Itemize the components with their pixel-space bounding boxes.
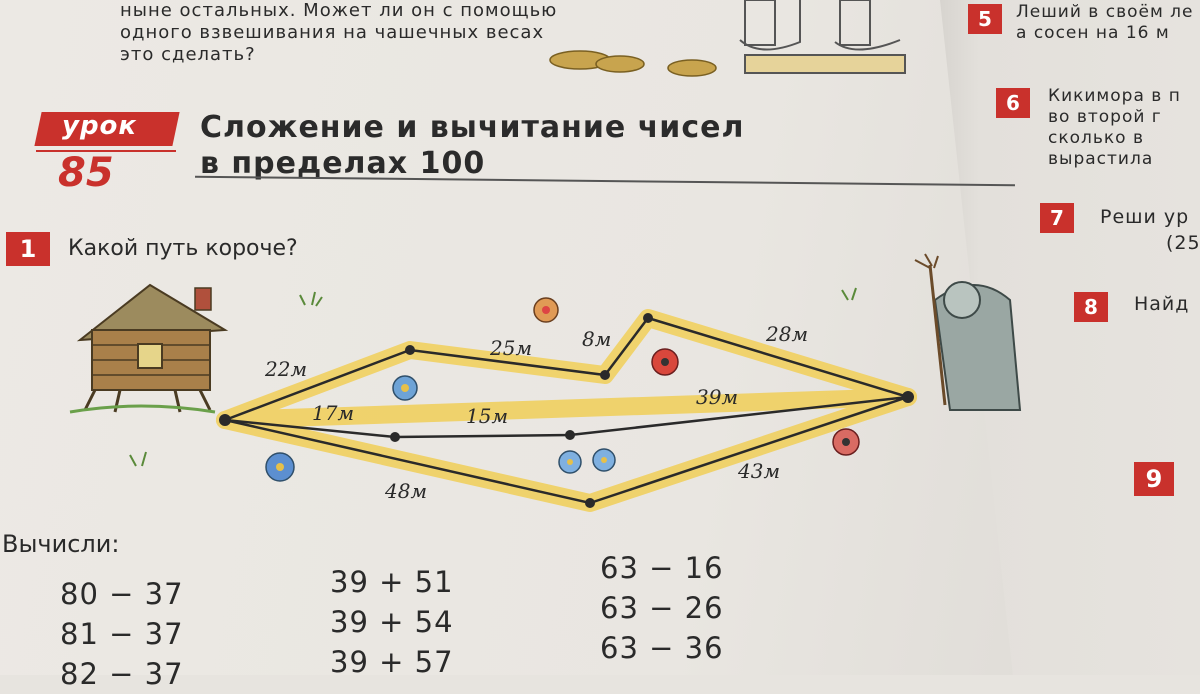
title-line-1: Сложение и вычитание чисел bbox=[200, 110, 745, 145]
route-nodes bbox=[219, 313, 914, 508]
title-line-2: в пределах 100 bbox=[200, 146, 486, 181]
right-task-text: Леший в своём ле а сосен на 16 м bbox=[1016, 2, 1194, 44]
page-title: Сложение и вычитание чисел в пределах 10… bbox=[200, 110, 744, 182]
distance-label: 28м bbox=[765, 322, 808, 346]
text-line: Леший в своём ле bbox=[1016, 2, 1194, 22]
previous-task-line: это сделать? bbox=[120, 44, 256, 65]
distance-label: 22м bbox=[264, 357, 307, 381]
compute-column-1: 80 − 37 81 − 37 82 − 37 bbox=[60, 574, 184, 694]
right-task-text: Реши ур (25 bbox=[1100, 204, 1200, 256]
task-question: Какой путь короче? bbox=[68, 236, 298, 261]
expression: 80 − 37 bbox=[60, 577, 184, 611]
expression: 82 − 37 bbox=[60, 657, 184, 691]
task-number-badge: 1 bbox=[6, 232, 50, 266]
distance-label: 17м bbox=[312, 401, 354, 425]
right-task-text: Кикимора в п во второй г сколько в вырас… bbox=[1048, 86, 1181, 170]
expression: 81 − 37 bbox=[60, 617, 184, 651]
text-line: (25 bbox=[1166, 232, 1200, 254]
text-line: Реши ур bbox=[1100, 206, 1190, 228]
previous-task-line: одного взвешивания на чашечных весах bbox=[120, 22, 545, 43]
lesson-word: урок bbox=[62, 111, 138, 141]
expression: 63 − 16 bbox=[600, 551, 724, 585]
expression: 39 + 54 bbox=[330, 605, 454, 639]
distance-label: 43м bbox=[737, 459, 780, 483]
distance-label: 39м bbox=[696, 385, 738, 409]
previous-task-line: ныне остальных. Может ли он с помощью bbox=[120, 0, 558, 21]
distance-label: 15м bbox=[466, 404, 508, 428]
expression: 63 − 36 bbox=[600, 631, 724, 665]
compute-column-3: 63 − 16 63 − 26 63 − 36 bbox=[600, 548, 724, 668]
previous-task-text: ныне остальных. Может ли он с помощью од… bbox=[120, 0, 680, 66]
compute-column-2: 39 + 51 39 + 54 39 + 57 bbox=[330, 562, 454, 682]
text-line: Кикимора в п bbox=[1048, 86, 1181, 106]
expression: 63 − 26 bbox=[600, 591, 724, 625]
distance-label: 48м bbox=[384, 479, 427, 503]
expression: 39 + 51 bbox=[330, 565, 454, 599]
text-line: а сосен на 16 м bbox=[1016, 23, 1170, 43]
lesson-number: 85 bbox=[58, 150, 114, 196]
right-task-text: Найд bbox=[1134, 293, 1190, 315]
coins bbox=[549, 50, 717, 77]
task-number-badge: 5 bbox=[968, 4, 1002, 34]
distance-label: 8м bbox=[582, 327, 611, 351]
scales-illustration bbox=[549, 0, 906, 77]
compute-label: Вычисли: bbox=[2, 530, 120, 558]
old-woman-illustration bbox=[914, 253, 1022, 411]
hut-illustration bbox=[69, 283, 229, 414]
task-number-badge: 6 bbox=[996, 88, 1030, 118]
distance-label: 25м bbox=[489, 336, 532, 360]
task-number-badge: 8 bbox=[1074, 292, 1108, 322]
expression: 39 + 57 bbox=[330, 645, 454, 679]
task-number-badge: 7 bbox=[1040, 203, 1074, 233]
text-line: вырастила bbox=[1048, 149, 1154, 169]
text-line: во второй г bbox=[1048, 107, 1162, 127]
route-diagram: 22м 25м 8м 28м 17м 15м 39м 48м 43м bbox=[69, 253, 1022, 512]
flower-decorations bbox=[129, 287, 860, 482]
task-number-badge: 9 bbox=[1134, 462, 1174, 496]
lesson-divider bbox=[36, 150, 176, 152]
text-line: сколько в bbox=[1048, 128, 1144, 148]
